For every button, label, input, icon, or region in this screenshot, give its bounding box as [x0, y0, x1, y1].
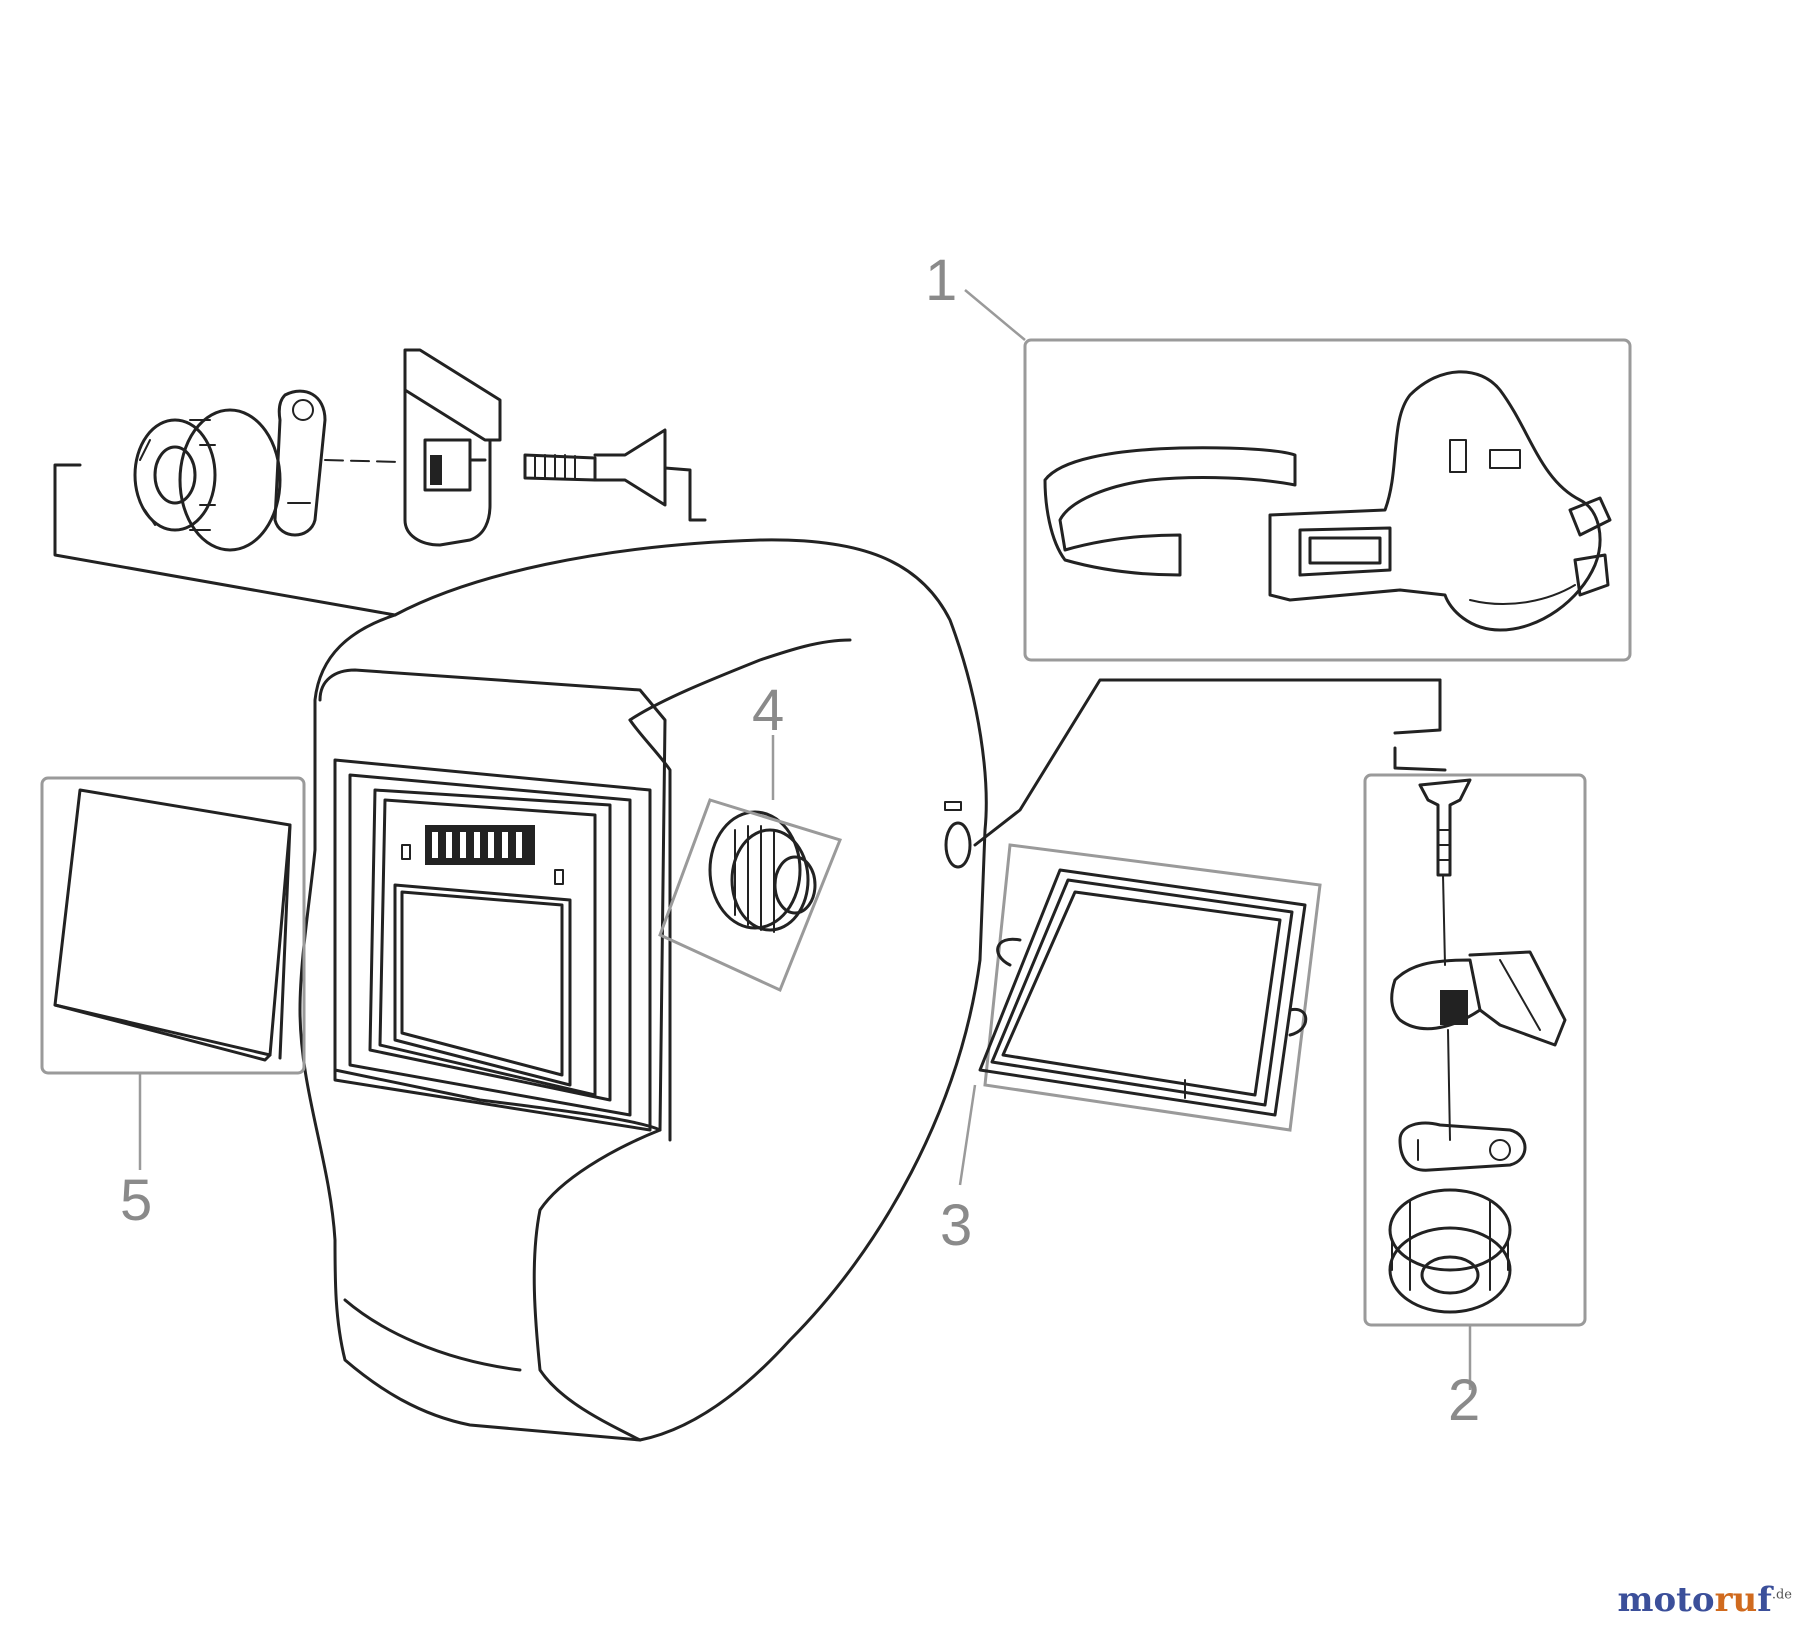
- headgear-harness-icon: [1268, 370, 1612, 632]
- ratchet-knob-icon-2: [1388, 1188, 1512, 1314]
- callout-group-3: 3: [940, 843, 1322, 1258]
- motoruf-watermark: motoruf.de: [1617, 1580, 1792, 1620]
- callout-label-4: 4: [752, 678, 784, 743]
- callout-group-2: 2: [1363, 746, 1587, 1433]
- ratchet-knob-icon: [133, 408, 282, 552]
- filter-cartridge-icon: [978, 868, 1308, 1117]
- screw-icon: [523, 428, 707, 522]
- clip-housing-icon-2: [1390, 950, 1567, 1047]
- callout-group-4: 4: [658, 678, 842, 993]
- ratchet-lever-icon-2: [1398, 1121, 1527, 1172]
- cover-lens-icon: [53, 788, 292, 1062]
- callout-label-5: 5: [120, 1168, 152, 1233]
- ratchet-lever-icon: [273, 389, 327, 537]
- shade-adjust-knob-icon: [708, 810, 817, 933]
- headband-icon: [1043, 446, 1297, 577]
- callout-label-2: 2: [1448, 1368, 1480, 1433]
- screw-icon-2: [1418, 778, 1472, 966]
- callout-group-5: 5: [40, 776, 306, 1233]
- clip-housing-icon: [403, 348, 502, 547]
- welding-helmet-shell: [298, 538, 988, 1442]
- callout-group-1: 1: [925, 248, 1632, 847]
- left-ratchet-hardware: [53, 348, 707, 617]
- callout-label-1: 1: [925, 248, 957, 313]
- callout-label-3: 3: [940, 1193, 972, 1258]
